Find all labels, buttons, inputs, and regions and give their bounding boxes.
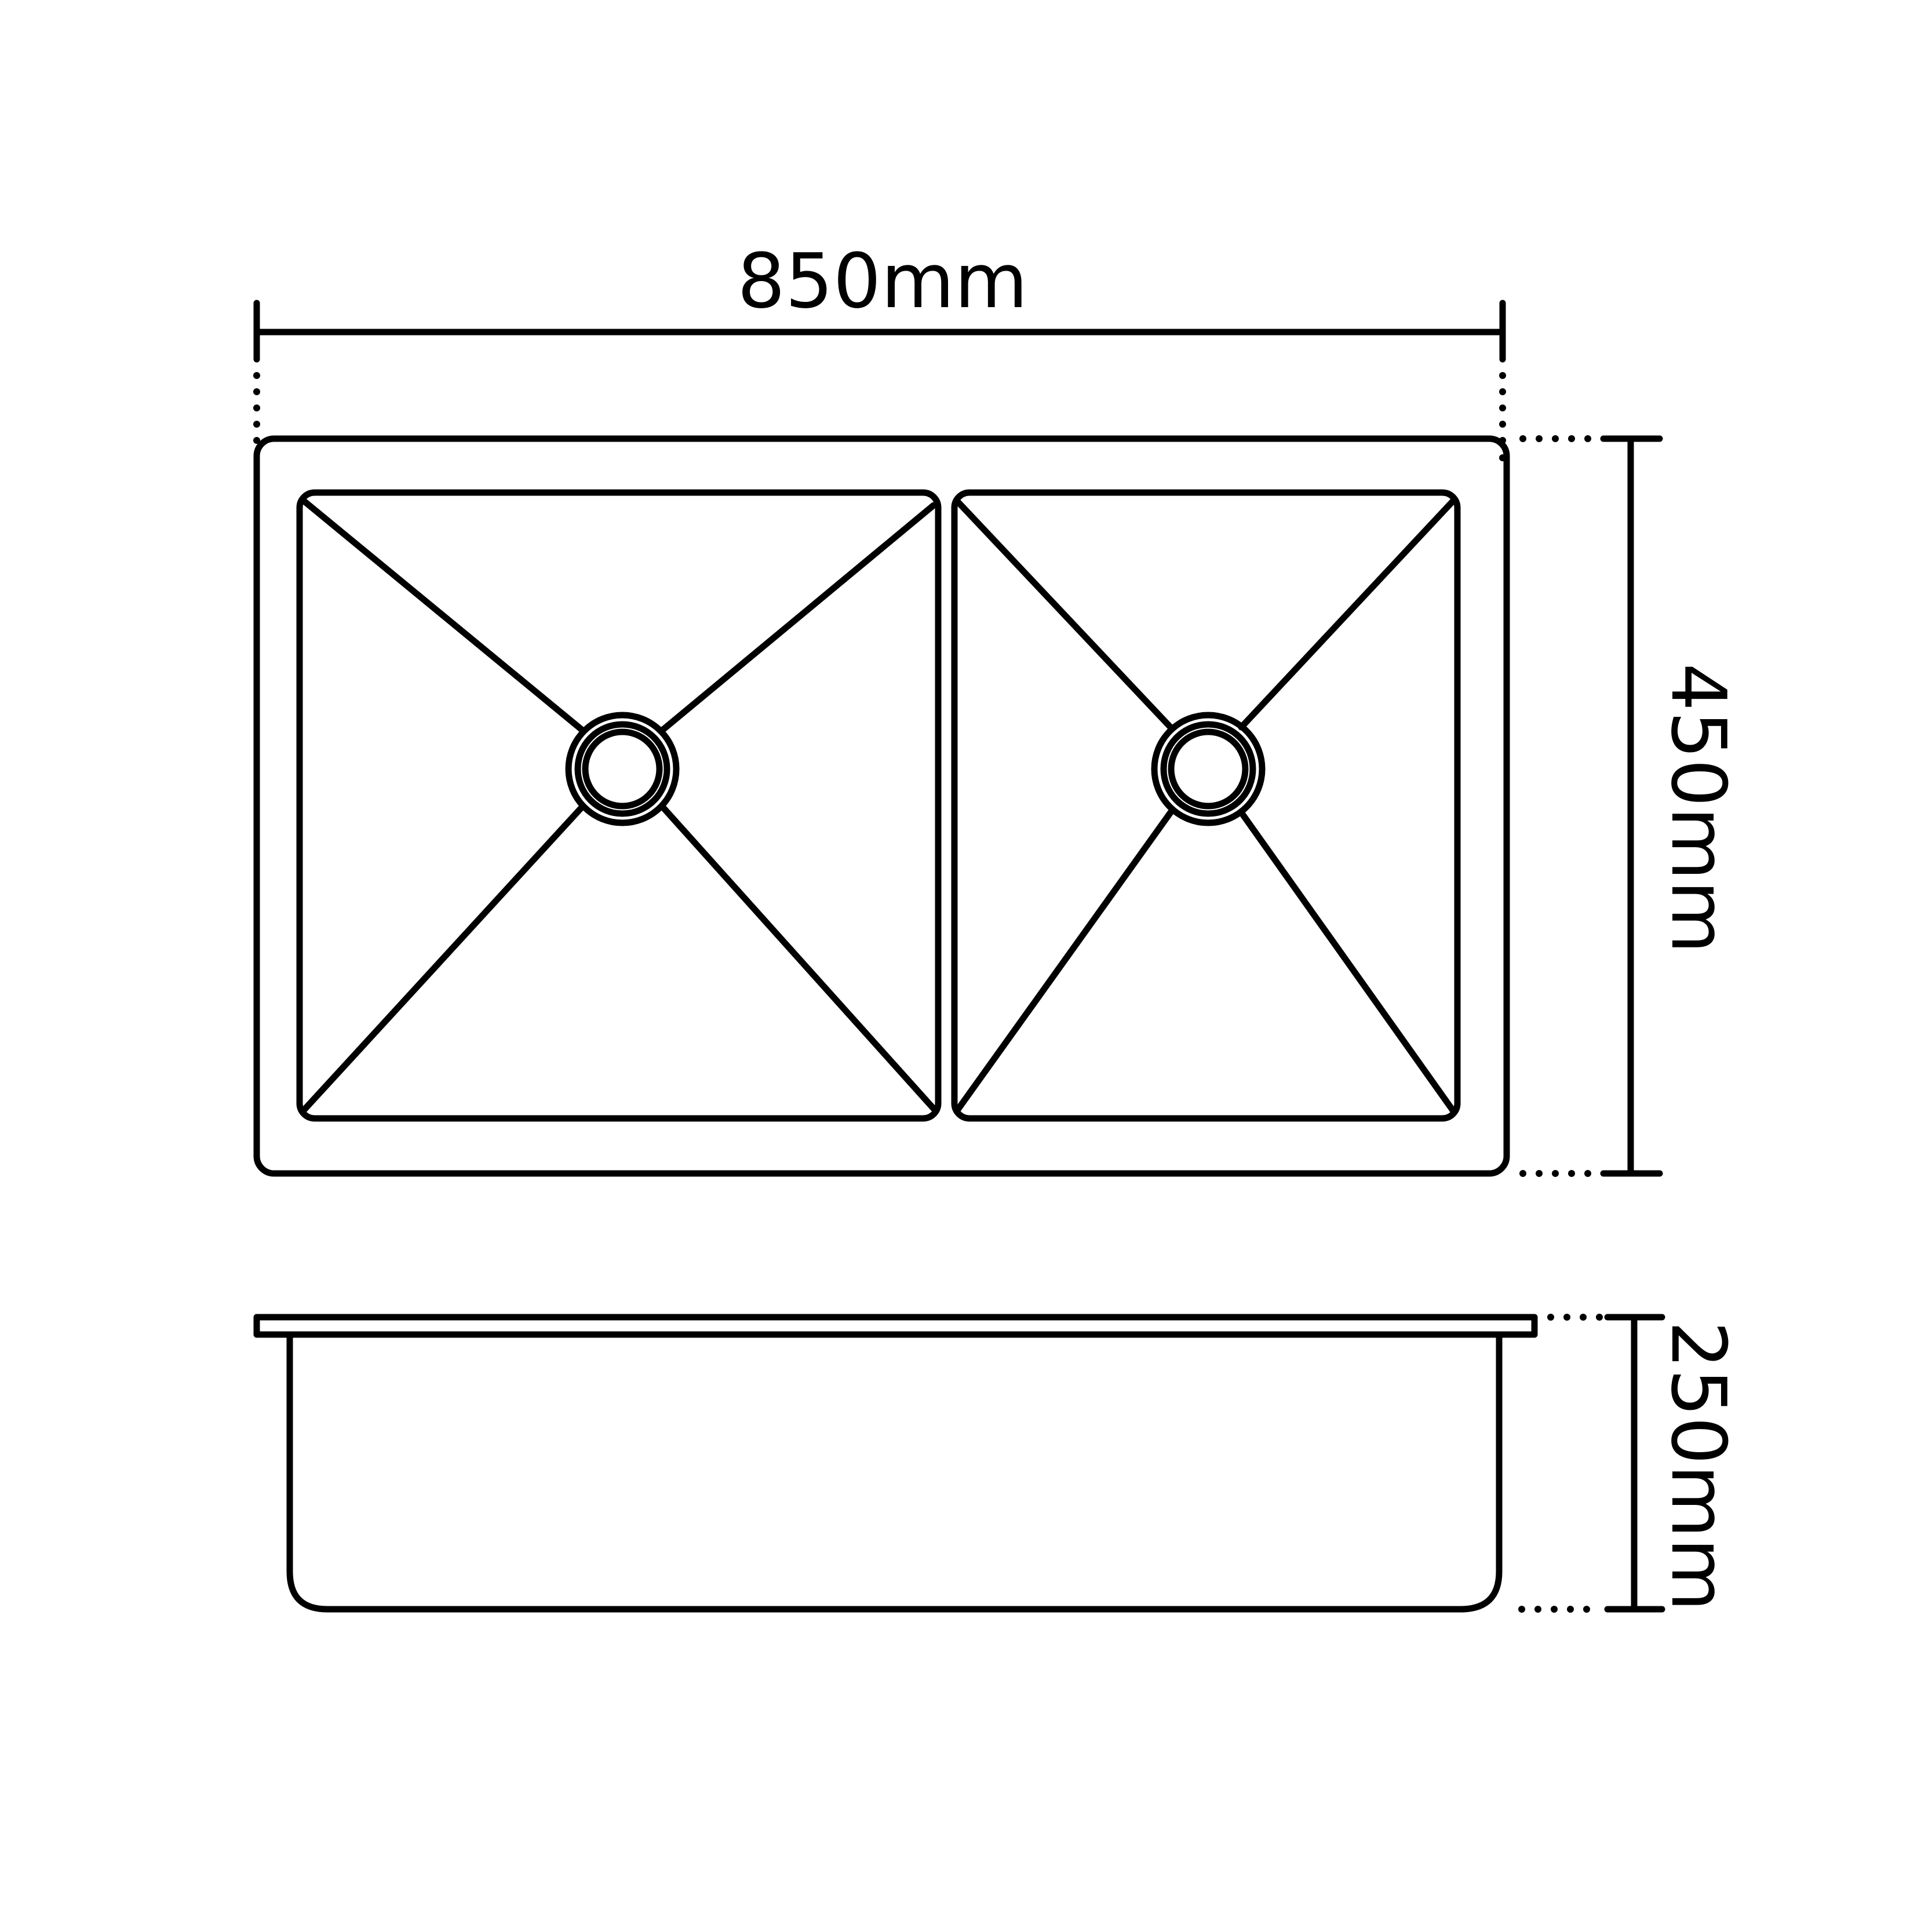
- left-bowl-fold-top-right: [659, 502, 937, 734]
- left-bowl-fold-bottom-right: [659, 803, 937, 1112]
- height-dimension: 450mm: [1519, 435, 1743, 1177]
- right-drain-middle: [1160, 721, 1256, 817]
- left-bowl-outline: [296, 489, 942, 1122]
- height-dim-label: 450mm: [1654, 663, 1743, 953]
- height-extension-dots-top: [1519, 435, 1591, 442]
- right-bowl-fold-bottom-right: [1238, 809, 1456, 1114]
- side-view-bowl: [286, 1331, 1503, 1613]
- sink-outer-rim: [253, 435, 1510, 1177]
- width-extension-dots-left: [253, 372, 260, 444]
- right-bowl-fold-top-right: [1238, 498, 1456, 731]
- right-bowl: [951, 489, 1461, 1122]
- sink-side-view: [253, 1314, 1538, 1613]
- depth-dimension: 250mm: [1518, 1314, 1743, 1613]
- depth-extension-dots-top: [1547, 1314, 1603, 1321]
- side-view-rim: [253, 1314, 1538, 1338]
- left-bowl-fold-bottom-left: [301, 803, 586, 1113]
- left-bowl-fold-top-left: [301, 498, 586, 734]
- width-dim-label: 850mm: [737, 237, 1027, 325]
- right-bowl-fold-bottom-left: [954, 809, 1174, 1114]
- right-drain-outer: [1151, 712, 1266, 826]
- right-bowl-fold-top-left: [954, 498, 1174, 731]
- left-drain-inner: [582, 728, 663, 810]
- depth-dim-label: 250mm: [1654, 1321, 1743, 1611]
- width-dimension: 850mm: [253, 237, 1506, 461]
- sink-top-view: [253, 435, 1510, 1177]
- left-drain-middle: [574, 721, 670, 817]
- height-extension-dots-bottom: [1519, 1170, 1591, 1177]
- left-bowl: [296, 489, 942, 1122]
- right-bowl-outline: [951, 489, 1461, 1122]
- left-drain-outer: [565, 712, 680, 826]
- depth-extension-dots-bottom: [1518, 1606, 1590, 1613]
- right-drain-inner: [1168, 728, 1249, 810]
